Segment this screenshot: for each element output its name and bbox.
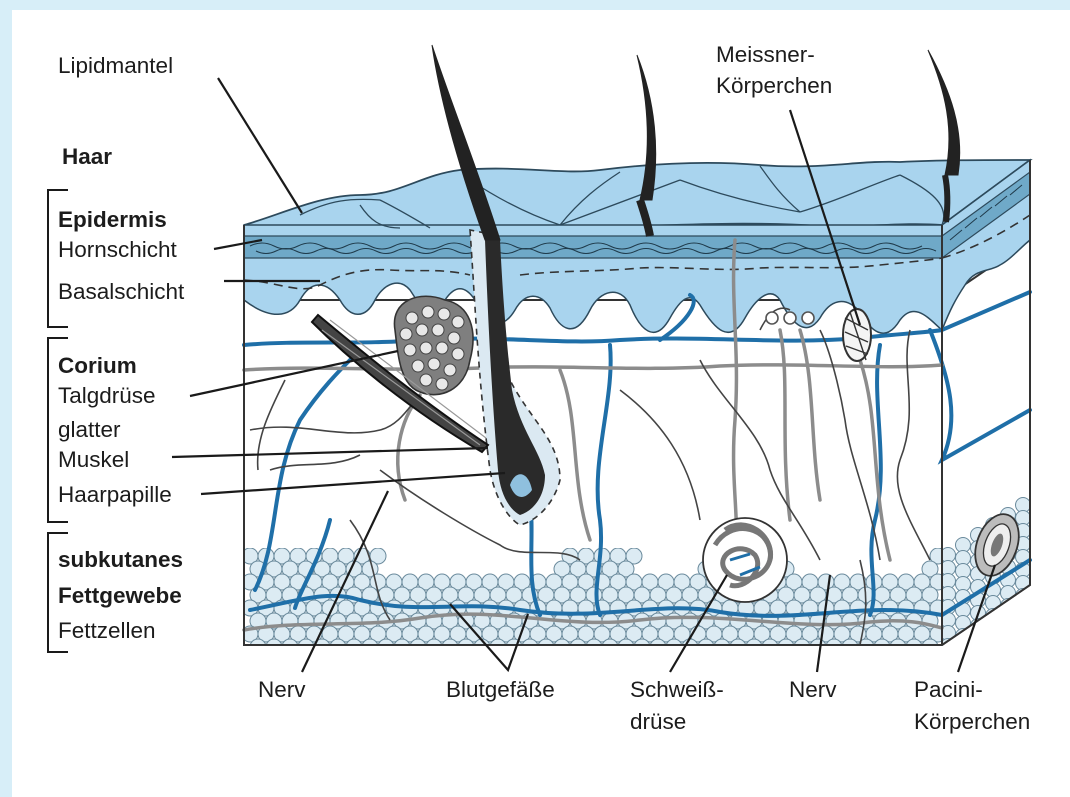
label-subkutanes: subkutanes	[58, 546, 183, 573]
fat-cell	[410, 639, 426, 655]
label-schweiss-1: Schweiß-	[630, 676, 724, 703]
fat-cell	[1001, 612, 1016, 627]
fat-cell	[971, 632, 986, 647]
fat-cell	[250, 639, 266, 655]
label-schweiss-2: drüse	[630, 708, 686, 735]
fat-cell	[810, 639, 826, 655]
fat-cell	[794, 639, 810, 655]
fat-cell	[650, 639, 666, 655]
fat-cell	[618, 639, 634, 655]
label-fettzellen: Fettzellen	[58, 617, 156, 644]
fat-cell	[906, 639, 922, 655]
fat-cell	[986, 622, 1001, 637]
label-talgdruese: Talgdrüse	[58, 382, 156, 409]
fat-cell	[330, 639, 346, 655]
fat-cell	[538, 639, 554, 655]
fat-cell	[522, 639, 538, 655]
fat-cell	[554, 639, 570, 655]
label-nerv-left: Nerv	[258, 676, 306, 703]
sebaceous-gland	[394, 296, 473, 394]
label-nerv-right: Nerv	[789, 676, 837, 703]
sweat-gland	[703, 518, 787, 602]
label-meissner-2: Körperchen	[716, 72, 832, 99]
label-glatter: glatter	[58, 416, 121, 443]
label-hornschicht: Hornschicht	[58, 236, 177, 263]
fat-cell	[922, 639, 938, 655]
label-lipidmantel: Lipidmantel	[58, 52, 173, 79]
fat-cell	[442, 639, 458, 655]
fat-cell	[586, 639, 602, 655]
fat-cell	[778, 639, 794, 655]
fat-cell	[714, 639, 730, 655]
fat-cell	[266, 639, 282, 655]
fat-cell	[941, 652, 956, 667]
fat-cell	[362, 639, 378, 655]
fat-cell	[378, 639, 394, 655]
fat-cell	[762, 639, 778, 655]
fat-cell	[634, 639, 650, 655]
fat-cell	[282, 639, 298, 655]
fat-cell	[730, 639, 746, 655]
fat-cell	[426, 639, 442, 655]
epidermis-surface	[244, 160, 1030, 229]
fat-cell	[666, 639, 682, 655]
fat-cell	[874, 639, 890, 655]
label-meissner-1: Meissner-	[716, 41, 815, 68]
label-pacini-1: Pacini-	[914, 676, 983, 703]
fat-cell	[890, 639, 906, 655]
fat-cell	[346, 639, 362, 655]
fat-cell	[394, 639, 410, 655]
fat-cell	[1016, 602, 1031, 617]
fat-cell	[698, 639, 714, 655]
fat-cell	[458, 639, 474, 655]
label-basalschicht: Basalschicht	[58, 278, 184, 305]
fat-cell	[842, 639, 858, 655]
fat-cell	[602, 639, 618, 655]
label-fettgewebe: Fettgewebe	[58, 582, 182, 609]
label-haarpapille: Haarpapille	[58, 481, 172, 508]
fat-cell	[746, 639, 762, 655]
label-haar: Haar	[62, 143, 112, 170]
label-epidermis: Epidermis	[58, 206, 167, 233]
label-pacini-2: Körperchen	[914, 708, 1030, 735]
label-blutgefaesse: Blutgefäße	[446, 676, 555, 703]
label-muskel: Muskel	[58, 446, 129, 473]
label-corium: Corium	[58, 352, 137, 379]
fat-cell	[826, 639, 842, 655]
fat-cell	[570, 639, 586, 655]
